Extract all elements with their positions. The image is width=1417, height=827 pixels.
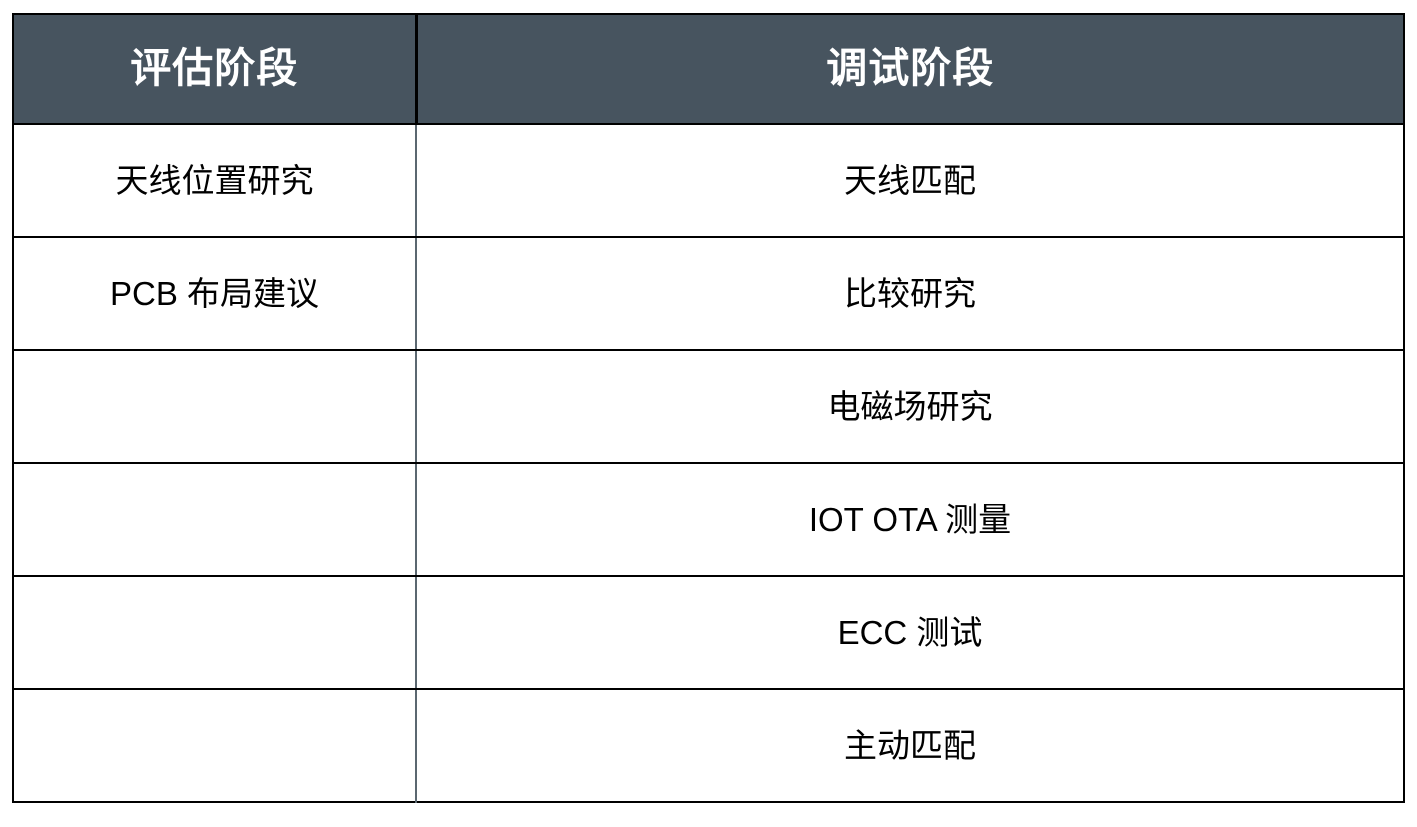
table-body: 天线位置研究 天线匹配 PCB 布局建议 比较研究 电磁场: [13, 124, 1404, 802]
cell-debugging: 主动匹配: [416, 689, 1404, 802]
cell-debugging-text: 主动匹配: [844, 726, 976, 764]
cell-debugging: 电磁场研究: [416, 350, 1404, 464]
column-header-debugging-label: 调试阶段: [826, 45, 995, 92]
cell-evaluation: PCB 布局建议: [13, 237, 417, 351]
table-row: 电磁场研究: [13, 350, 1404, 464]
cell-debugging-text: 电磁场研究: [827, 387, 993, 425]
cell-evaluation: 天线位置研究: [13, 124, 417, 238]
table-row: PCB 布局建议 比较研究: [13, 237, 1404, 351]
column-header-evaluation-label: 评估阶段: [130, 45, 299, 92]
cell-evaluation-text: PCB 布局建议: [109, 274, 320, 312]
table-header: 评估阶段 调试阶段: [13, 14, 1404, 124]
table-row: IOT OTA 测量: [13, 463, 1404, 577]
cell-evaluation: [13, 350, 417, 464]
cell-evaluation: [13, 463, 417, 577]
cell-debugging-text: 天线匹配: [844, 161, 976, 199]
table-row: 天线位置研究 天线匹配: [13, 124, 1404, 238]
cell-debugging: 天线匹配: [416, 124, 1404, 238]
cell-debugging-text: IOT OTA 测量: [808, 500, 1012, 538]
cell-evaluation-text: 天线位置研究: [115, 161, 314, 199]
cell-evaluation: [13, 689, 417, 802]
cell-evaluation-text: [14, 519, 415, 520]
cell-evaluation: [13, 576, 417, 690]
cell-evaluation-text: [14, 745, 415, 746]
cell-debugging: 比较研究: [416, 237, 1404, 351]
cell-evaluation-text: [14, 406, 415, 407]
table-row: ECC 测试: [13, 576, 1404, 690]
column-header-debugging: 调试阶段: [416, 14, 1404, 124]
cell-debugging: IOT OTA 测量: [416, 463, 1404, 577]
cell-debugging: ECC 测试: [416, 576, 1404, 690]
cell-debugging-text: ECC 测试: [837, 613, 983, 651]
table-row: 主动匹配: [13, 689, 1404, 802]
header-row: 评估阶段 调试阶段: [13, 14, 1404, 124]
cell-debugging-text: 比较研究: [844, 274, 976, 312]
cell-evaluation-text: [14, 632, 415, 633]
column-header-evaluation: 评估阶段: [13, 14, 418, 124]
phase-comparison-table: 评估阶段 调试阶段 天线位置研究 天线匹配 PCB 布局建议: [12, 13, 1405, 803]
